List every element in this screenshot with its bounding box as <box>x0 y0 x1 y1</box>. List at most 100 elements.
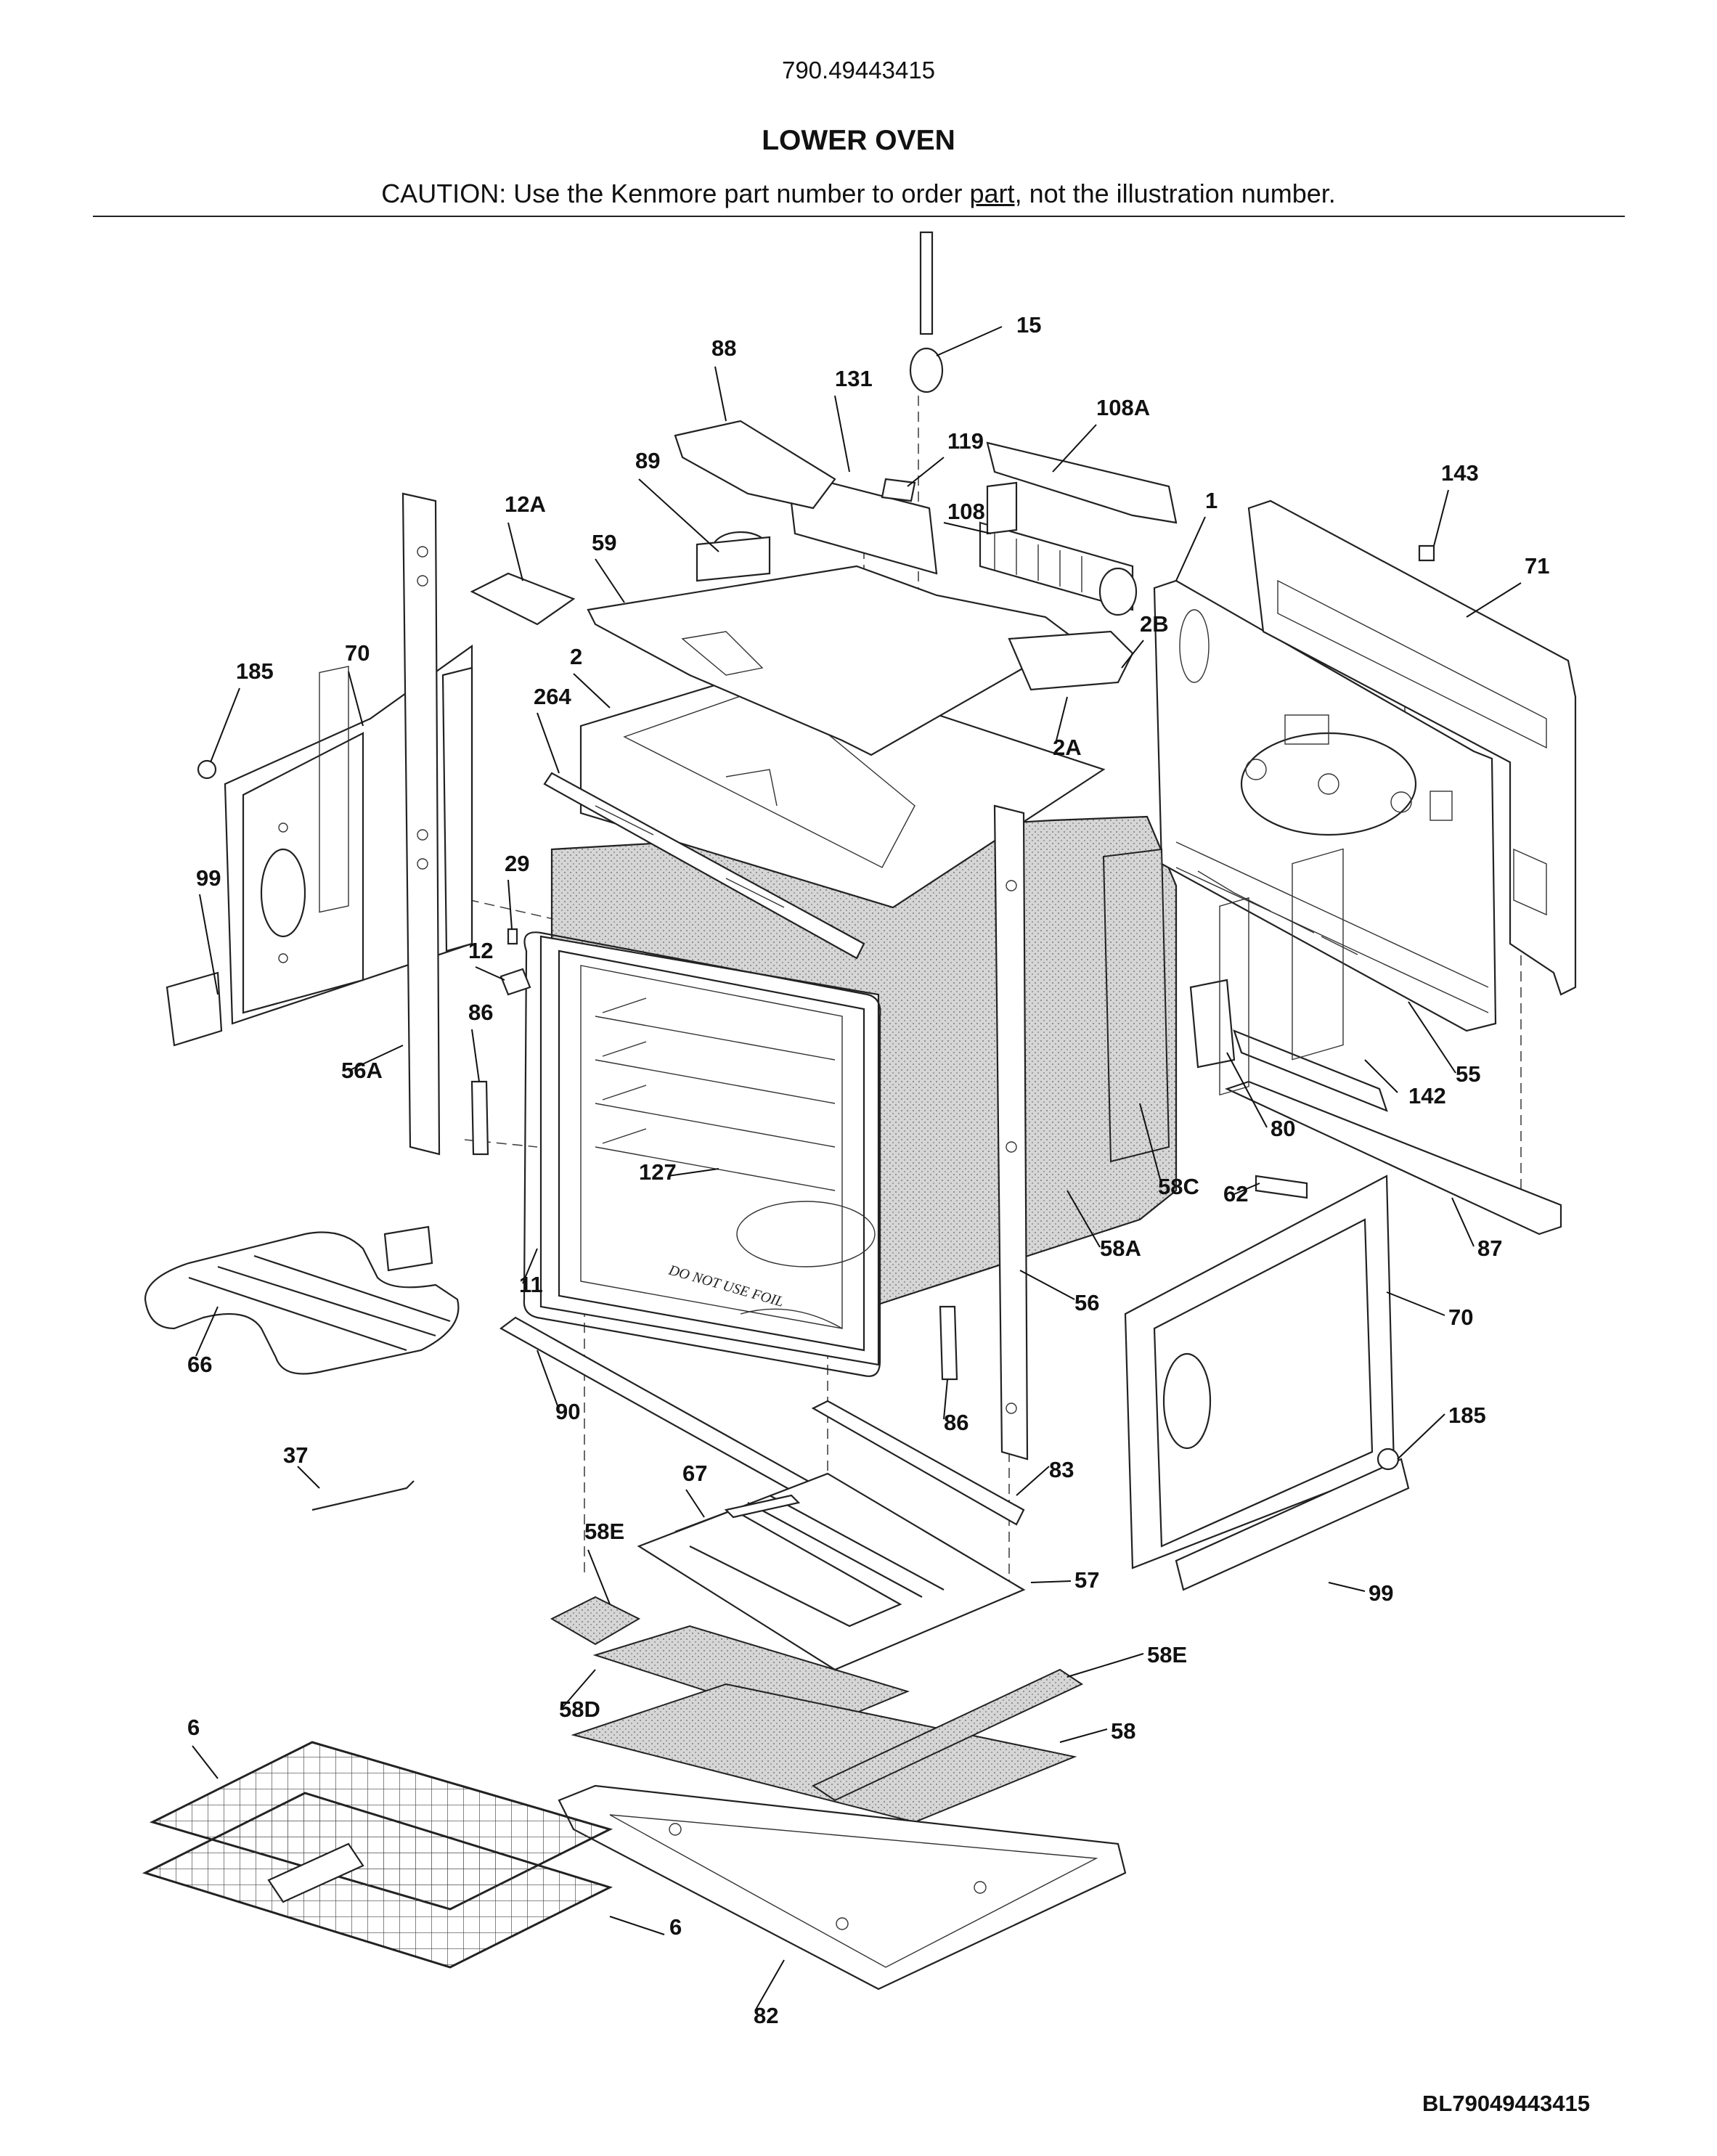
leader-line-1 <box>1175 516 1206 581</box>
leader-line-58d <box>562 1669 596 1708</box>
leader-line-2 <box>573 673 611 709</box>
callout-2: 2 <box>570 644 582 669</box>
callout-labels: 1588131108A1198910812A14359171185702B226… <box>187 312 1549 2028</box>
leader-line-82 <box>754 1959 785 2012</box>
probe-15 <box>909 231 944 393</box>
leader-line-108 <box>943 522 992 534</box>
leader-line-58a <box>1067 1190 1101 1248</box>
bracket-99-right <box>1175 1458 1410 1591</box>
callout-58: 58 <box>1111 1718 1135 1744</box>
callout-108a: 108A <box>1096 395 1150 420</box>
caution-suffix: , not the illustration number. <box>1014 179 1336 208</box>
leader-line-58e <box>1067 1653 1144 1678</box>
screw-29 <box>507 928 518 945</box>
top-heat-shield <box>587 565 1076 756</box>
bracket-83 <box>811 1400 1025 1526</box>
callout-leaders <box>192 326 1522 2012</box>
leader-line-58e <box>587 1549 611 1605</box>
duct-88 <box>674 420 836 510</box>
side-rail-56a <box>401 492 473 1156</box>
drawing-id: BL79049443415 <box>1422 2091 1590 2116</box>
leader-line-264 <box>537 712 560 774</box>
caution-prefix: CAUTION: Use the Kenmore part number to … <box>381 179 970 208</box>
leader-line-29 <box>507 879 513 930</box>
leader-line-57 <box>1030 1580 1072 1583</box>
bracket-87 <box>1225 1080 1562 1236</box>
leader-line-66 <box>195 1306 219 1357</box>
callout-2b: 2B <box>1140 611 1169 637</box>
callout-86: 86 <box>468 1000 493 1025</box>
callout-59: 59 <box>592 530 616 555</box>
hinge-receiver-86-right <box>939 1305 958 1381</box>
bake-element-assembly <box>637 1472 1026 1671</box>
leader-line-86 <box>471 1029 480 1082</box>
leader-line-67 <box>685 1489 705 1518</box>
leader-line-89 <box>638 478 719 552</box>
callout-71: 71 <box>1525 553 1549 579</box>
callout-99: 99 <box>1369 1580 1393 1606</box>
plate-12a <box>470 572 576 626</box>
caution-note: CAUTION: Use the Kenmore part number to … <box>0 179 1717 209</box>
front-rail-56 <box>993 804 1029 1461</box>
leader-line-2a <box>1056 696 1068 741</box>
leader-line-119 <box>907 457 945 487</box>
callout-58e: 58E <box>1147 1642 1187 1667</box>
hinge-receiver-86-left <box>470 1080 489 1156</box>
bracket-80 <box>1189 979 1236 1069</box>
callout-56: 56 <box>1074 1290 1099 1315</box>
callout-58a: 58A <box>1100 1236 1141 1261</box>
leader-line-99 <box>1328 1582 1366 1592</box>
callout-143: 143 <box>1441 460 1479 486</box>
leader-line-15 <box>936 326 1003 356</box>
callout-11: 11 <box>519 1272 543 1297</box>
callout-185: 185 <box>1448 1402 1486 1428</box>
leader-line-11 <box>522 1248 538 1284</box>
leader-line-58c <box>1139 1103 1162 1185</box>
callout-185: 185 <box>236 658 274 684</box>
leader-line-12a <box>507 522 523 581</box>
callout-142: 142 <box>1408 1083 1446 1108</box>
switch-119 <box>881 478 916 502</box>
leader-line-56a <box>348 1045 404 1071</box>
leader-line-127 <box>667 1168 719 1177</box>
broil-element <box>144 1225 460 1375</box>
sensor-12 <box>499 968 531 996</box>
bracket-99-left <box>166 971 223 1047</box>
callout-87: 87 <box>1477 1236 1502 1261</box>
clip-143 <box>1418 544 1435 562</box>
callout-6: 6 <box>669 1914 682 1940</box>
door-gasket <box>523 931 881 1377</box>
oven-racks <box>142 1741 613 1969</box>
caution-part-link[interactable]: part <box>969 179 1015 208</box>
leader-line-185 <box>210 687 240 763</box>
leader-line-6 <box>609 1916 665 1935</box>
callout-12a: 12A <box>505 491 546 517</box>
leader-line-6 <box>192 1745 219 1779</box>
leader-line-90 <box>537 1349 560 1410</box>
callout-83: 83 <box>1049 1457 1074 1482</box>
callout-12: 12 <box>468 938 493 963</box>
insulation-58e-left <box>550 1596 641 1646</box>
page-title: LOWER OVEN <box>762 125 955 156</box>
callout-66: 66 <box>187 1352 212 1377</box>
callout-90: 90 <box>555 1399 580 1424</box>
leader-line-87 <box>1451 1197 1475 1247</box>
callout-127: 127 <box>639 1159 677 1185</box>
callout-119: 119 <box>947 428 984 454</box>
callout-57: 57 <box>1074 1567 1099 1593</box>
leader-line-70 <box>348 671 364 727</box>
insulation-58c <box>1102 848 1170 1163</box>
callout-86: 86 <box>944 1410 968 1435</box>
callout-56a: 56A <box>341 1058 383 1083</box>
leader-line-71 <box>1466 582 1522 618</box>
leader-line-2b <box>1121 640 1144 669</box>
convection-blower <box>979 481 1138 616</box>
top-front-trim <box>543 772 865 960</box>
sensor-37 <box>311 1480 415 1511</box>
leader-line-62 <box>1233 1183 1260 1195</box>
callout-99: 99 <box>196 865 221 891</box>
motor-89 <box>696 531 771 582</box>
leader-line-56 <box>1019 1270 1075 1300</box>
callout-29: 29 <box>505 851 529 876</box>
